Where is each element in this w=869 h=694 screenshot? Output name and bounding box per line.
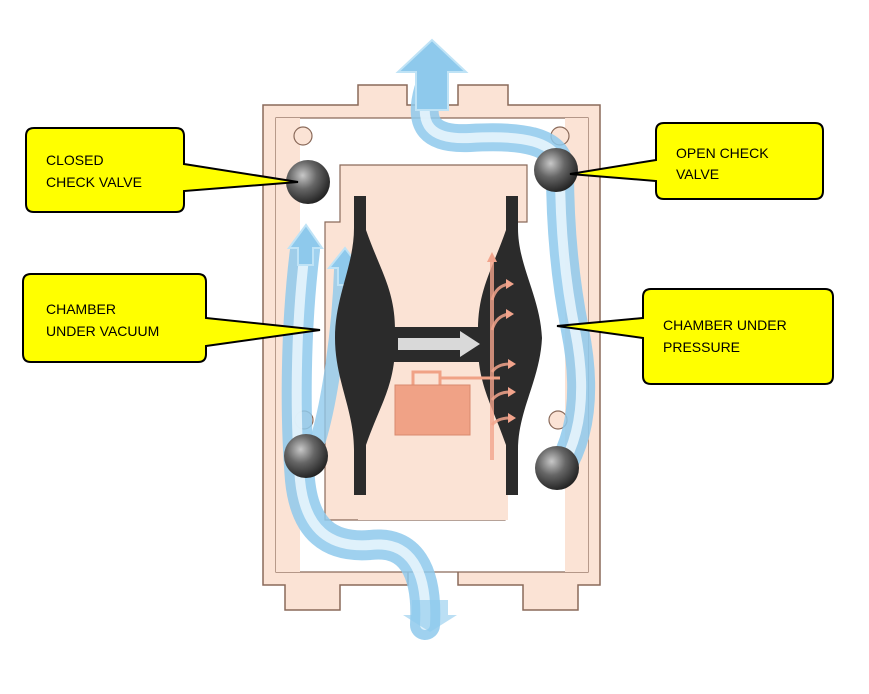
callout-text-line1: CHAMBER: [46, 301, 116, 317]
air-arrow-icon-3: [508, 359, 516, 369]
check-balls: [284, 148, 579, 490]
callout-text-line2: CHECK VALVE: [46, 174, 142, 190]
callout-text-line1: CHAMBER UNDER: [663, 317, 787, 333]
top-left-port: [293, 126, 313, 146]
lower-right-ball-icon: [535, 446, 579, 490]
callout-text-line1: OPEN CHECK: [676, 145, 769, 161]
fluid-path-left-branch: [310, 262, 350, 448]
air-arrow-icon-4: [508, 387, 516, 397]
closed-check-valve-ball-icon: [286, 160, 330, 204]
open-check-valve-ball-icon: [534, 148, 578, 192]
air-arrow-icon-1: [506, 279, 514, 289]
outlet-arrow-icon: [395, 38, 469, 111]
callout-open-check-valve: OPEN CHECK VALVE: [569, 122, 824, 200]
shaft-direction-arrow-icon: [398, 331, 480, 357]
callout-text-line1: CLOSED: [46, 152, 104, 168]
left-diaphragm: [335, 196, 395, 495]
callout-shape: [22, 273, 321, 363]
fluid-path-inlet-core: [291, 245, 431, 630]
inlet-bottom-arrow-icon: [403, 600, 457, 632]
lower-left-ball-icon: [284, 434, 328, 478]
air-arrow-icon-2: [506, 309, 514, 319]
callout-chamber-under-pressure: CHAMBER UNDER PRESSURE: [556, 288, 834, 385]
callout-shape: [569, 122, 824, 200]
callout-text-line2: UNDER VACUUM: [46, 323, 159, 339]
air-arrow-icon-6: [487, 252, 497, 262]
air-valve: [394, 252, 516, 460]
callout-text-line2: VALVE: [676, 166, 719, 182]
callout-closed-check-valve: CLOSED CHECK VALVE: [25, 127, 299, 213]
air-arrow-icon-5: [508, 413, 516, 423]
callout-chamber-under-vacuum: CHAMBER UNDER VACUUM: [22, 273, 321, 363]
air-valve-block: [394, 384, 471, 436]
callout-shape: [25, 127, 299, 213]
air-flow-branches: [490, 282, 511, 426]
callout-shape: [556, 288, 834, 385]
inlet-up-arrow-icon: [287, 223, 324, 266]
callout-text-line2: PRESSURE: [663, 339, 740, 355]
